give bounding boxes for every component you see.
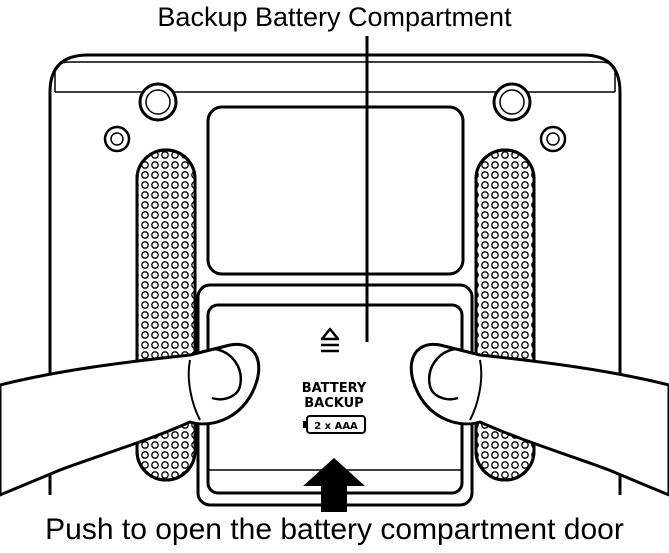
push-arrow-icon xyxy=(303,458,365,512)
instruction-caption: Push to open the battery compartment doo… xyxy=(45,513,624,546)
right-hand xyxy=(409,342,669,497)
label-panel xyxy=(206,105,465,276)
callout-title: Backup Battery Compartment xyxy=(157,2,512,32)
door-label-line2: BACKUP xyxy=(304,396,363,411)
rubber-feet xyxy=(103,82,567,153)
battery-icon xyxy=(303,415,366,434)
left-hand xyxy=(0,342,261,497)
eject-icon xyxy=(320,327,340,353)
door-label-line1: BATTERY xyxy=(302,381,367,396)
battery-spec: 2 x AAA xyxy=(314,421,358,432)
